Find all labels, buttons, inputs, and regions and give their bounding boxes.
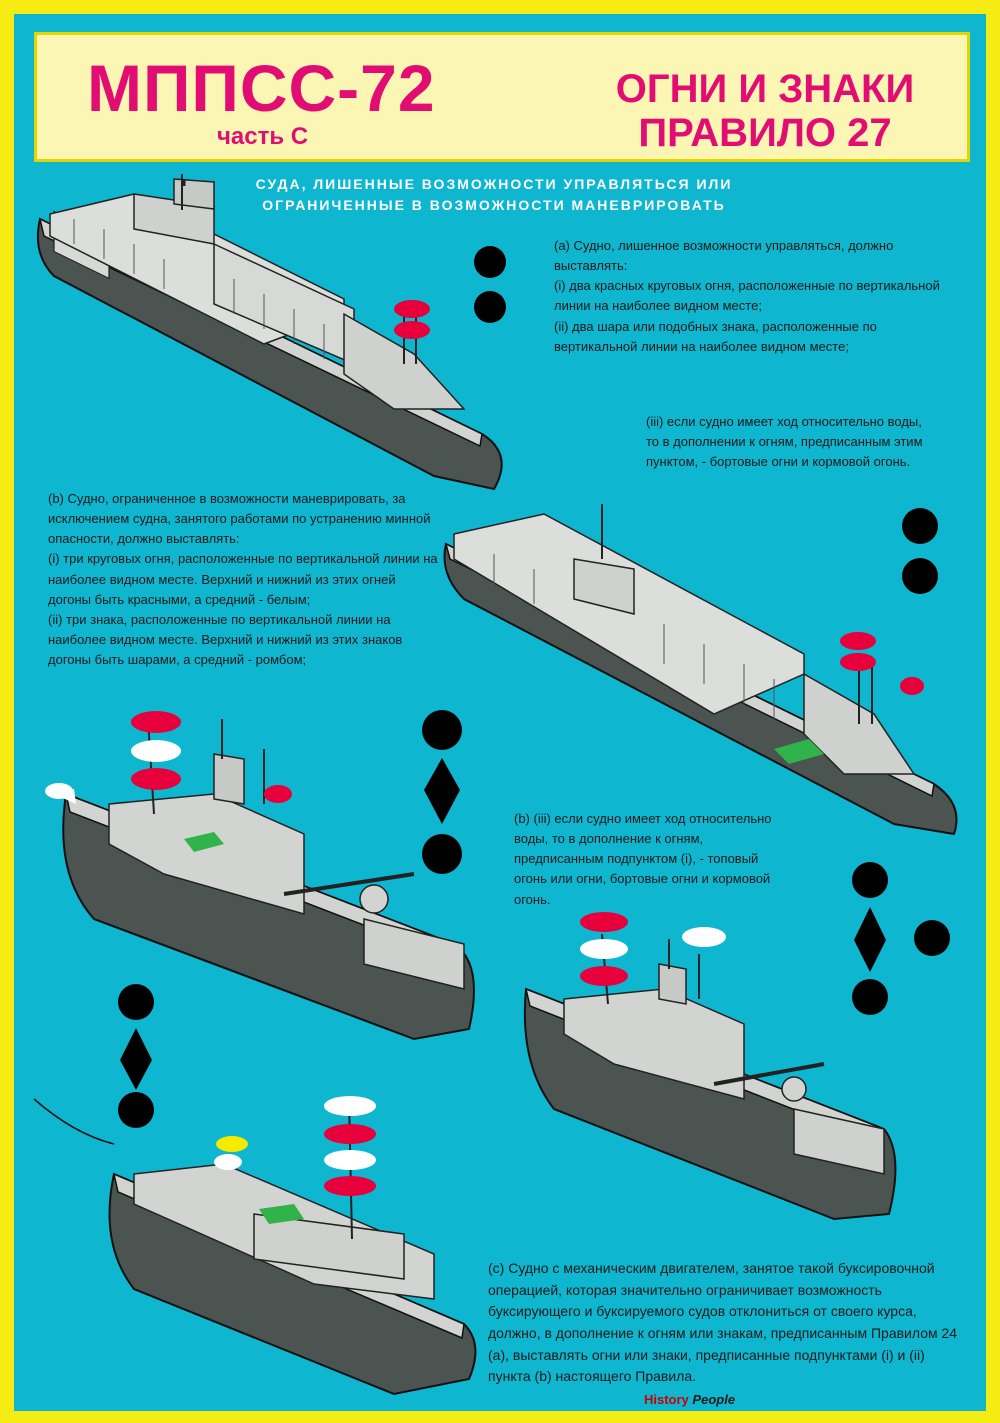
rule-b-p1: (b) Судно, ограниченное в возможности ма… — [48, 491, 431, 547]
poster-part: часть С — [217, 123, 309, 150]
header-panel: МППСС-72 часть С ОГНИ И ЗНАКИ ПРАВИЛО 27 — [34, 32, 970, 162]
subtitle-line2: ОГРАНИЧЕННЫЕ В ВОЗМОЖНОСТИ МАНЕВРИРОВАТЬ — [262, 197, 726, 213]
rule-b-p3: (ii) три знака, расположенные по вертика… — [48, 611, 403, 668]
work-vessel-1 — [54, 718, 475, 1041]
day-shapes-tug — [118, 984, 154, 1128]
section-title-line2: ПРАВИЛО 27 — [638, 111, 892, 155]
day-shapes-b — [422, 710, 462, 874]
lights-work-vessel-1 — [45, 711, 292, 803]
work-vessel-2 — [523, 933, 897, 1221]
tug — [33, 1098, 477, 1396]
rule-a3-text: (iii) если судно имеет ход относительно … — [646, 412, 936, 472]
lights-ship-1 — [394, 300, 430, 339]
rule-b3-p1: (b) (iii) если судно имеет ход относител… — [514, 811, 772, 907]
rule-a-p2: (i) два красных круговых огня, расположе… — [554, 278, 940, 314]
day-shapes-a — [474, 246, 506, 323]
rule-b-text: (b) Судно, ограниченное в возможности ма… — [48, 489, 438, 670]
rule-a-text: (а) Судно, лишенное возможности управлят… — [554, 236, 954, 357]
rule-b3-text: (b) (iii) если судно имеет ход относител… — [514, 809, 784, 910]
lights-ship-2 — [840, 632, 924, 695]
container-ship-2 — [443, 504, 958, 836]
rule-a-p1: (а) Судно, лишенное возможности управлят… — [554, 238, 894, 274]
subtitle-line1: СУДА, ЛИШЕННЫЕ ВОЗМОЖНОСТИ УПРАВЛЯТЬСЯ И… — [255, 176, 733, 192]
lights-tug — [214, 1096, 376, 1196]
rule-a3-p1: (iii) если судно имеет ход относительно … — [646, 414, 923, 470]
poster: МППСС-72 часть С ОГНИ И ЗНАКИ ПРАВИЛО 27… — [14, 14, 986, 1411]
day-shapes-a3 — [902, 508, 938, 594]
poster-title: МППСС-72 — [87, 51, 436, 125]
rule-c-text: (с) Судно с механическим двигателем, зан… — [488, 1258, 964, 1388]
section-title-line1: ОГНИ И ЗНАКИ — [615, 67, 915, 111]
logo-part-2: People — [692, 1392, 736, 1407]
publisher-logo: History People — [644, 1392, 735, 1407]
poster-subtitle: СУДА, ЛИШЕННЫЕ ВОЗМОЖНОСТИ УПРАВЛЯТЬСЯ И… — [204, 174, 784, 216]
section-title: ОГНИ И ЗНАКИ ПРАВИЛО 27 — [585, 67, 945, 155]
illustrations — [33, 174, 958, 1396]
rule-c-p1: (с) Судно с механическим двигателем, зан… — [488, 1260, 958, 1385]
lights-work-vessel-2 — [580, 912, 726, 986]
day-shapes-b3 — [852, 862, 950, 1015]
container-ship-1 — [36, 174, 503, 491]
logo-part-1: History — [644, 1392, 689, 1407]
rule-b-p2: (i) три круговых огня, расположенные по … — [48, 551, 438, 607]
rule-a-p3: (ii) два шара или подобных знака, распол… — [554, 318, 877, 354]
